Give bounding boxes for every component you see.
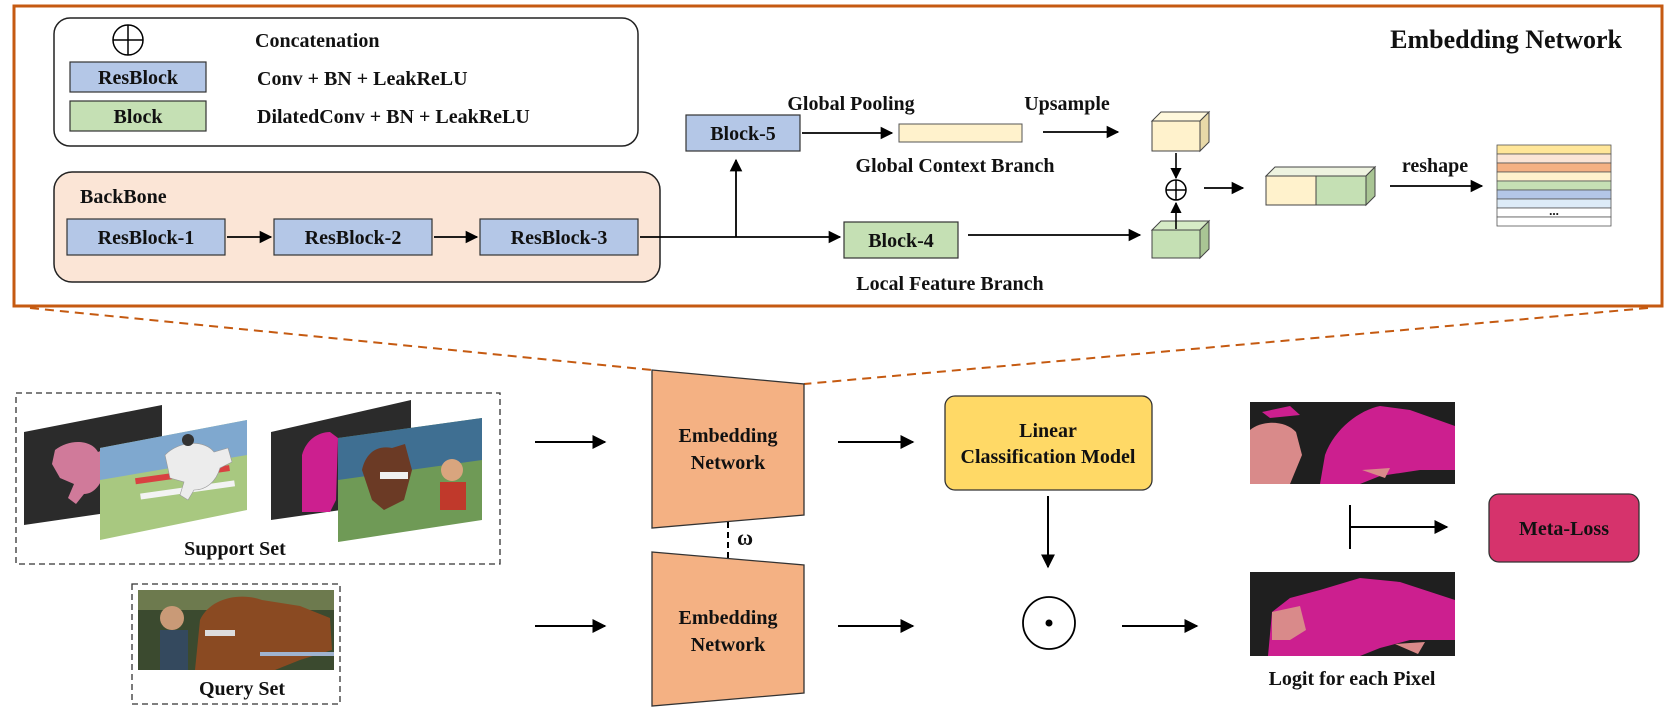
block-5-label: Block-5 <box>710 123 776 145</box>
reshaped-feature-stack <box>1496 144 1612 227</box>
embedding-bottom-line1: Embedding <box>679 607 778 629</box>
omega-label: ω <box>737 525 753 550</box>
resblock-2-label: ResBlock-2 <box>305 227 402 249</box>
local-feature-cube <box>1150 219 1211 260</box>
pooled-vector <box>898 123 1023 143</box>
logit-prediction <box>1250 572 1455 656</box>
linear-line2: Classification Model <box>961 446 1136 468</box>
reshape-label: reshape <box>1402 155 1468 177</box>
block-5 <box>685 114 801 152</box>
logit-label: Logit for each Pixel <box>1269 668 1436 690</box>
legend-block-label: Block <box>114 106 164 128</box>
query-set-label: Query Set <box>199 678 285 700</box>
zoom-line-right <box>803 307 1649 385</box>
embedding-network-top <box>651 369 805 529</box>
block-4 <box>843 221 959 259</box>
concat-legend-icon <box>112 24 144 56</box>
embedding-top-line1: Embedding <box>679 425 778 447</box>
global-branch-name: Global Context Branch <box>856 155 1055 177</box>
legend-resblock-desc: Conv + BN + LeakReLU <box>257 68 468 90</box>
legend-block-desc: DilatedConv + BN + LeakReLU <box>257 106 530 128</box>
support-image-2 <box>338 418 482 542</box>
resblock-1 <box>66 218 226 256</box>
meta-loss-label: Meta-Loss <box>1519 518 1609 540</box>
linear-line1: Linear <box>1019 420 1077 442</box>
backbone-title: BackBone <box>80 186 167 208</box>
legend-resblock-swatch <box>69 61 207 93</box>
concat-icon <box>1165 179 1187 201</box>
zoom-line-left <box>29 307 653 371</box>
query-image <box>138 590 334 670</box>
resblock-2 <box>273 218 433 256</box>
embedding-network-bottom <box>651 551 805 707</box>
resblock-3-label: ResBlock-3 <box>511 227 608 249</box>
legend-resblock-label: ResBlock <box>98 67 179 89</box>
meta-loss-box <box>1488 493 1640 563</box>
upsample-label: Upsample <box>1024 93 1110 115</box>
embedding-top-line2: Network <box>691 452 766 474</box>
dot-product-dot <box>1045 619 1053 627</box>
embedding-bottom-line2: Network <box>691 634 766 656</box>
block-4-label: Block-4 <box>868 230 934 252</box>
local-branch-name: Local Feature Branch <box>856 273 1043 295</box>
resblock-1-label: ResBlock-1 <box>98 227 195 249</box>
legend-concat-desc: Concatenation <box>255 30 379 52</box>
linear-classifier-box <box>944 395 1153 491</box>
ground-truth-mask <box>1250 402 1455 484</box>
stack-ellipsis: ... <box>1549 203 1559 218</box>
resblock-3 <box>479 218 639 256</box>
global-pooling-label: Global Pooling <box>787 93 914 115</box>
support-image-1 <box>100 420 247 540</box>
global-feature-cube <box>1150 110 1211 153</box>
embedding-panel-title: Embedding Network <box>1390 25 1622 54</box>
support-set-label: Support Set <box>184 538 286 560</box>
concatenated-feature-cube <box>1264 165 1377 207</box>
legend-block-swatch <box>69 100 207 132</box>
